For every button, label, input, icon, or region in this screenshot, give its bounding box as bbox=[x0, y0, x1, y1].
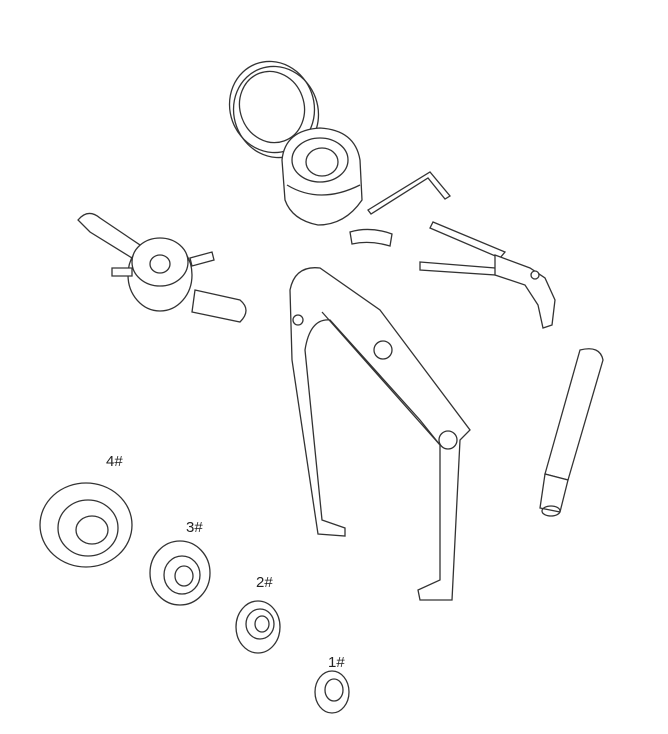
cone-4 bbox=[39, 482, 133, 568]
weight-pliers bbox=[419, 221, 556, 329]
extension-rod bbox=[539, 348, 604, 517]
width-caliper bbox=[289, 267, 471, 601]
cone-2 bbox=[235, 600, 281, 654]
balance-weight bbox=[349, 228, 393, 247]
centering-cup bbox=[281, 127, 363, 226]
cone-2-label: 2# bbox=[256, 574, 273, 591]
cone-4-label: 4# bbox=[106, 453, 123, 470]
quick-release-nut bbox=[77, 212, 247, 323]
cone-3-label: 3# bbox=[186, 519, 203, 536]
cone-1 bbox=[314, 670, 350, 714]
hex-key bbox=[367, 171, 451, 215]
cone-1-label: 1# bbox=[328, 654, 345, 671]
cone-3 bbox=[149, 540, 211, 606]
